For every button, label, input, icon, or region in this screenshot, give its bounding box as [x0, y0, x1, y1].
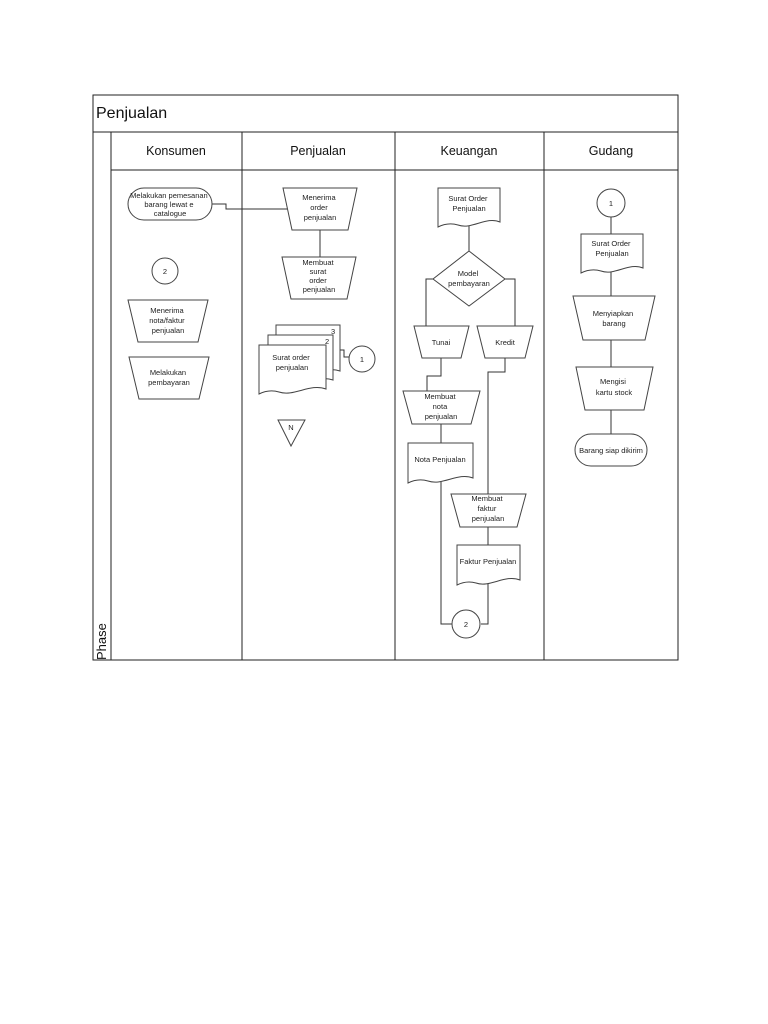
label-connector-g-1: 1	[609, 199, 613, 208]
manual-menyiapkan-barang	[572, 295, 656, 341]
offline-file-n	[277, 419, 306, 448]
connector-fakturdoc-to-con2	[481, 584, 489, 625]
label-connector-p-1: 1	[360, 355, 364, 364]
manual-melakukan-pembayaran	[128, 356, 210, 400]
label-membuat-faktur: Membuat faktur penjualan	[471, 494, 504, 523]
label-g-surat-order: Surat Order Penjualan	[591, 239, 632, 258]
diagram-title: Penjualan	[96, 105, 167, 122]
start-pesan-barang	[127, 187, 213, 221]
connector-circle-g-1	[596, 188, 626, 218]
label-barang-siap-dikirim: Barang siap dikirim	[579, 446, 643, 455]
document-nota-penjualan	[407, 442, 474, 484]
label-connector-k-2: 2	[163, 267, 167, 276]
label-menyiapkan-barang: Menyiapkan barang	[593, 309, 636, 328]
connector-kredit-to-faktur	[487, 358, 506, 494]
connector-circle-ku-2	[451, 609, 481, 639]
lane-header-keuangan: Keuangan	[440, 144, 497, 158]
label-nota-penjualan: Nota Penjualan	[414, 455, 465, 464]
label-copy-2: 2	[325, 337, 329, 346]
connector-notadoc-to-con2	[440, 482, 452, 625]
diagram-frame	[92, 94, 679, 661]
label-copy-3: 3	[331, 327, 335, 336]
label-connector-ku-2: 2	[464, 620, 468, 629]
manual-mengisi-kartu-stock	[575, 366, 654, 411]
manual-membuat-faktur	[450, 493, 527, 528]
connector-model-to-kredit	[505, 278, 516, 326]
phase-label: Phase	[94, 623, 109, 660]
manual-kredit	[476, 325, 534, 359]
label-ku-surat-order: Surat Order Penjualan	[448, 194, 489, 213]
document-faktur-penjualan	[456, 544, 521, 586]
label-file-n: N	[288, 423, 293, 432]
label-surat-order-penjualan: Surat order penjualan	[272, 353, 312, 372]
document-surat-order-penjualan	[258, 344, 327, 395]
label-kredit: Kredit	[495, 338, 516, 347]
end-barang-siap-dikirim	[574, 433, 648, 467]
manual-terima-nota	[127, 299, 209, 343]
label-tunai: Tunai	[432, 338, 451, 347]
lane-header-penjualan: Penjualan	[290, 144, 346, 158]
label-pesan-barang: Melakukan pemesanan barang lewat e catal…	[130, 191, 210, 218]
label-model-pembayaran: Model pembayaran	[448, 269, 490, 288]
connector-circle-k-2	[151, 257, 179, 285]
decision-model-pembayaran	[432, 250, 506, 307]
manual-membuat-nota	[402, 390, 481, 425]
manual-tunai	[413, 325, 470, 359]
document-ku-surat-order	[437, 187, 501, 228]
manual-membuat-surat-order	[281, 256, 357, 300]
connector-model-to-tunai	[425, 278, 433, 326]
label-terima-nota: Menerima nota/faktur penjualan	[149, 306, 187, 335]
lane-header-gudang: Gudang	[589, 144, 634, 158]
manual-menerima-order	[282, 187, 358, 231]
connector-circle-p-1	[348, 345, 376, 373]
lane-header-konsumen: Konsumen	[146, 144, 206, 158]
label-membuat-nota: Membuat nota penjualan	[424, 392, 457, 421]
label-menerima-order: Menerima order penjualan	[302, 193, 337, 222]
connector-tunai-to-nota	[426, 358, 442, 391]
label-membuat-surat-order: Membuat surat order penjualan	[302, 258, 335, 294]
label-faktur-penjualan: Faktur Penjualan	[460, 557, 517, 566]
label-mengisi-kartu-stock: Mengisi kartu stock	[596, 377, 633, 397]
document-g-surat-order	[580, 233, 644, 274]
label-melakukan-pembayaran: Melakukan pembayaran	[148, 368, 190, 387]
connector-pesan-to-terima	[212, 203, 288, 210]
